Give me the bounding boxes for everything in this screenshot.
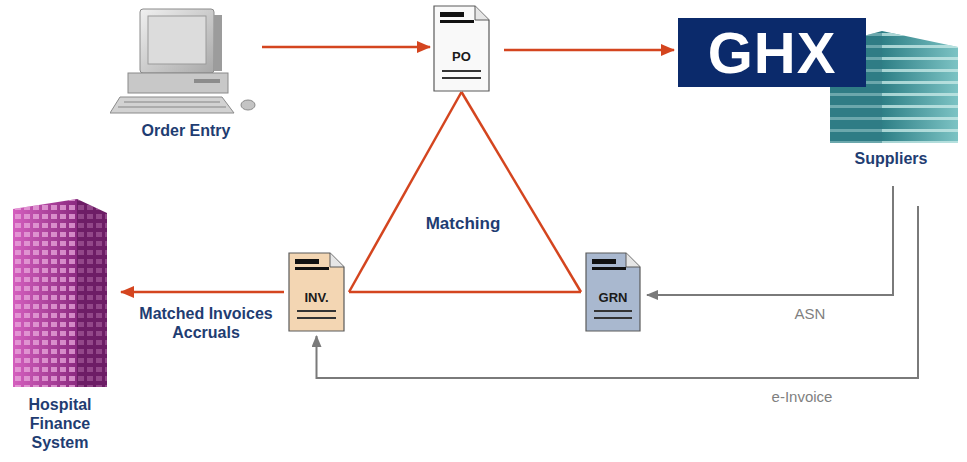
document-label: INV.: [288, 290, 345, 305]
icon-part: [118, 102, 226, 107]
icon-part: [475, 6, 489, 20]
icon-part: [297, 310, 336, 312]
ghx-logo: GHX: [678, 18, 866, 87]
node-icon: [110, 5, 262, 117]
icon-part: [442, 77, 481, 79]
flow-connector: [262, 46, 430, 49]
flow-connector: [504, 49, 674, 52]
icon-part: [128, 73, 228, 93]
icon-part: [434, 6, 489, 91]
flow-connector: [462, 92, 582, 292]
icon-part: [289, 253, 344, 331]
edge-label: e-Invoice: [757, 388, 847, 406]
document-label: GRN: [585, 290, 641, 305]
icon-part: [586, 253, 640, 331]
node-label: Hospital Finance System: [5, 395, 115, 452]
icon-part: [882, 31, 958, 143]
icon-part: [440, 20, 474, 23]
icon-part: [110, 97, 234, 113]
edge-label: Matched Invoices Accruals: [128, 304, 284, 342]
document-icon: PO: [433, 5, 490, 92]
edge-label: ASN: [780, 305, 840, 323]
logo-text: GHX: [678, 18, 866, 87]
flow-connector: [317, 206, 919, 378]
flow-connector: [647, 186, 893, 295]
document-label: PO: [433, 49, 490, 64]
icon-part: [330, 253, 344, 267]
node-label: Order Entry: [110, 121, 262, 140]
icon-part: [148, 16, 206, 64]
icon-part: [214, 15, 222, 71]
flow-connector: [349, 92, 462, 292]
node-icon: [5, 195, 115, 390]
icon-part: [442, 70, 481, 72]
icon-part: [241, 100, 255, 110]
document-icon: INV.: [288, 252, 345, 332]
icon-part: [297, 317, 336, 319]
computer-node: Order Entry: [110, 5, 262, 145]
flow-connector: [121, 291, 284, 294]
icon-part: [882, 31, 958, 143]
icon-part: [13, 199, 77, 387]
icon-part: [77, 199, 107, 387]
icon-part: [13, 199, 77, 387]
icon-part: [594, 317, 632, 319]
icon-part: [592, 267, 626, 270]
icon-part: [440, 12, 464, 17]
icon-part: [194, 79, 220, 83]
icon-part: [140, 9, 214, 73]
icon-part: [830, 31, 882, 143]
diagram-label: Matching: [408, 214, 518, 233]
icon-part: [295, 259, 319, 264]
icon-part: [592, 259, 616, 264]
icon-part: [77, 199, 107, 387]
icon-part: [830, 31, 882, 143]
node-label: Suppliers: [820, 149, 962, 168]
icon-part: [626, 253, 640, 267]
node-icon: [433, 5, 490, 92]
hospital-building: Hospital Finance System: [5, 195, 115, 457]
document-icon: GRN: [585, 252, 641, 332]
icon-part: [295, 267, 329, 270]
flow-connector: [349, 291, 581, 294]
icon-part: [594, 310, 632, 312]
